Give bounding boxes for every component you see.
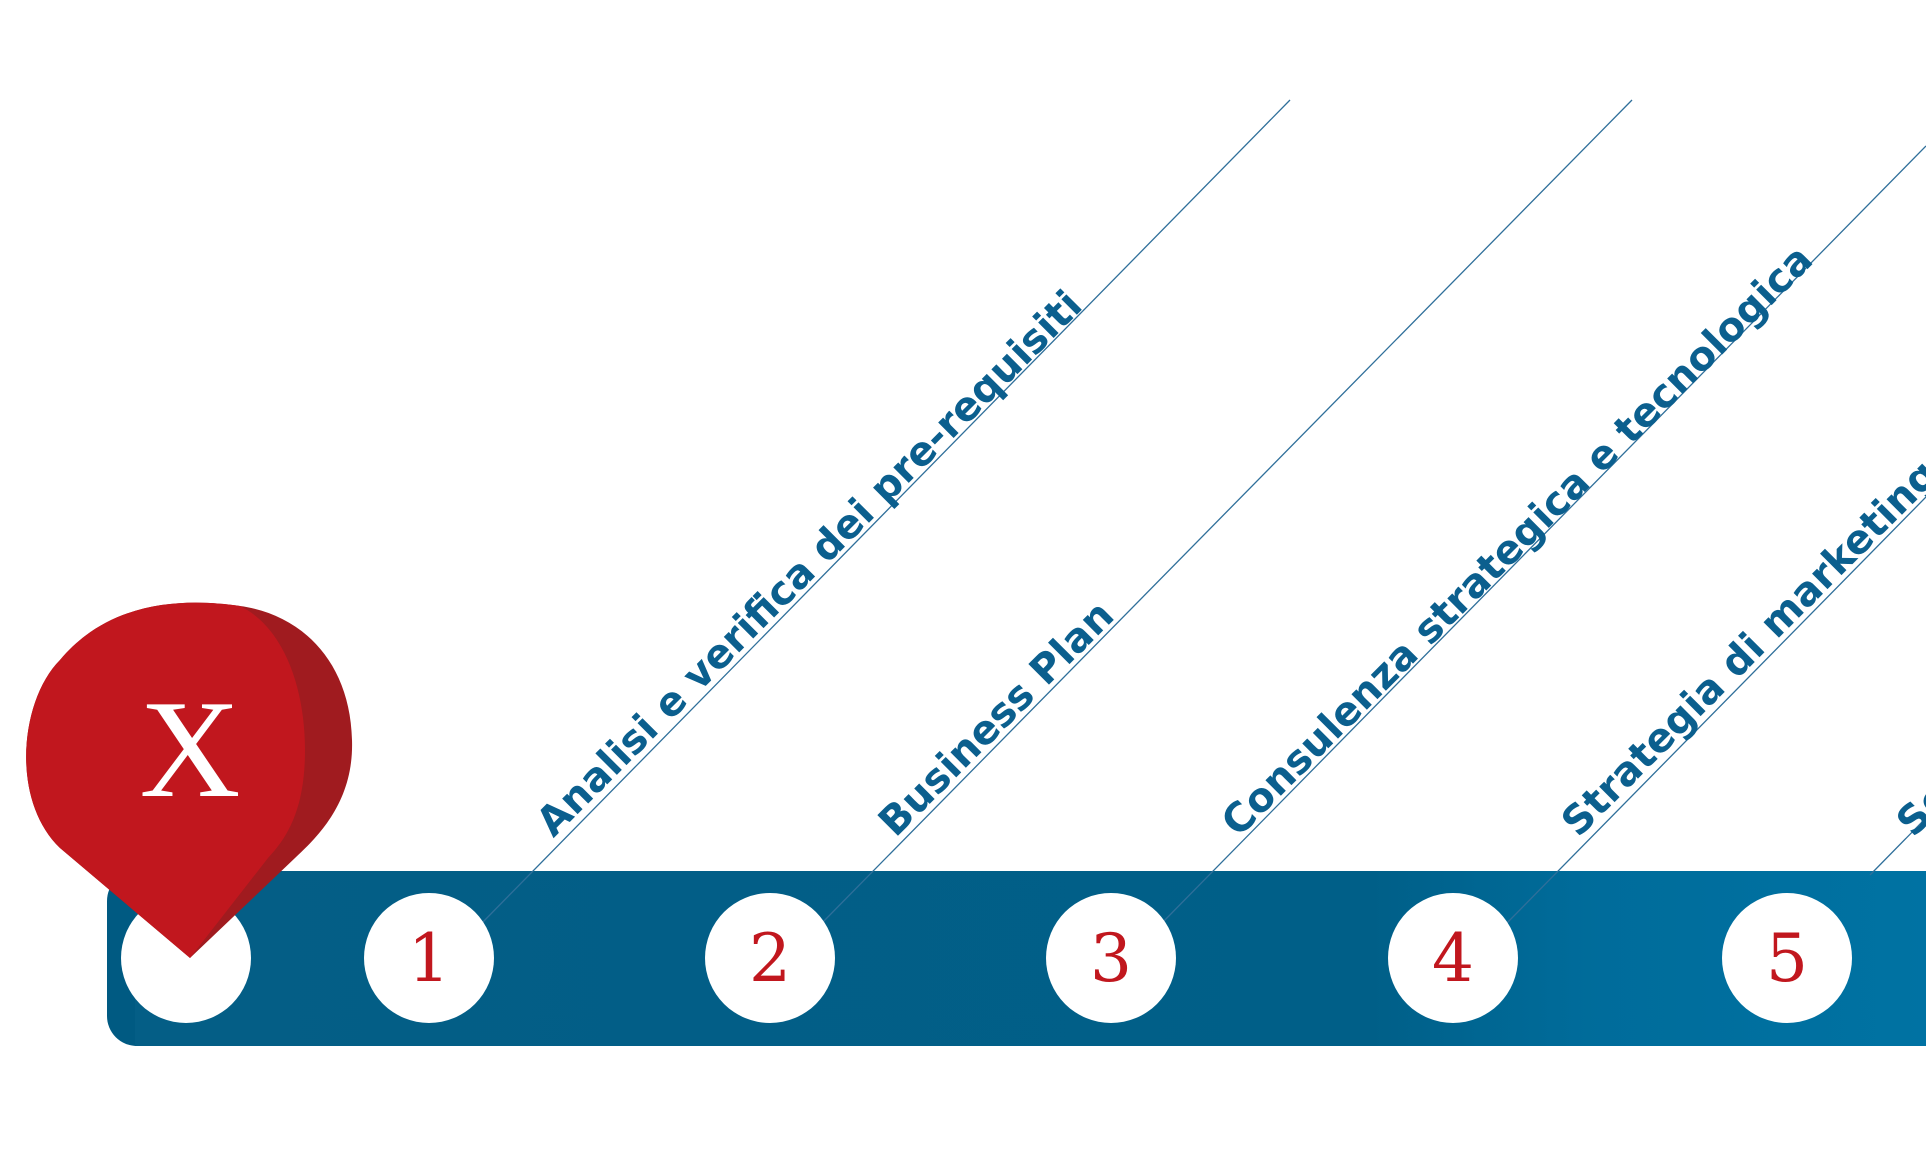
- step-number-5: 5: [1766, 919, 1808, 997]
- step-number-1: 1: [408, 919, 450, 997]
- step-node-3: 3: [1046, 893, 1176, 1023]
- connector-line-4: [1504, 496, 1926, 926]
- step-node-5: 5: [1722, 893, 1852, 1023]
- connector-line-5: [1869, 817, 1926, 876]
- connector-line-1: [479, 99, 1291, 926]
- step-node-4: 4: [1388, 893, 1518, 1023]
- connector-line-2: [819, 99, 1633, 926]
- step-number-3: 3: [1090, 919, 1132, 997]
- step-node-1: 1: [364, 893, 494, 1023]
- step-number-2: 2: [749, 919, 791, 997]
- pin-label: X: [139, 672, 241, 827]
- step-number-4: 4: [1432, 919, 1474, 997]
- step-node-2: 2: [705, 893, 835, 1023]
- connector-line-3: [1159, 145, 1926, 926]
